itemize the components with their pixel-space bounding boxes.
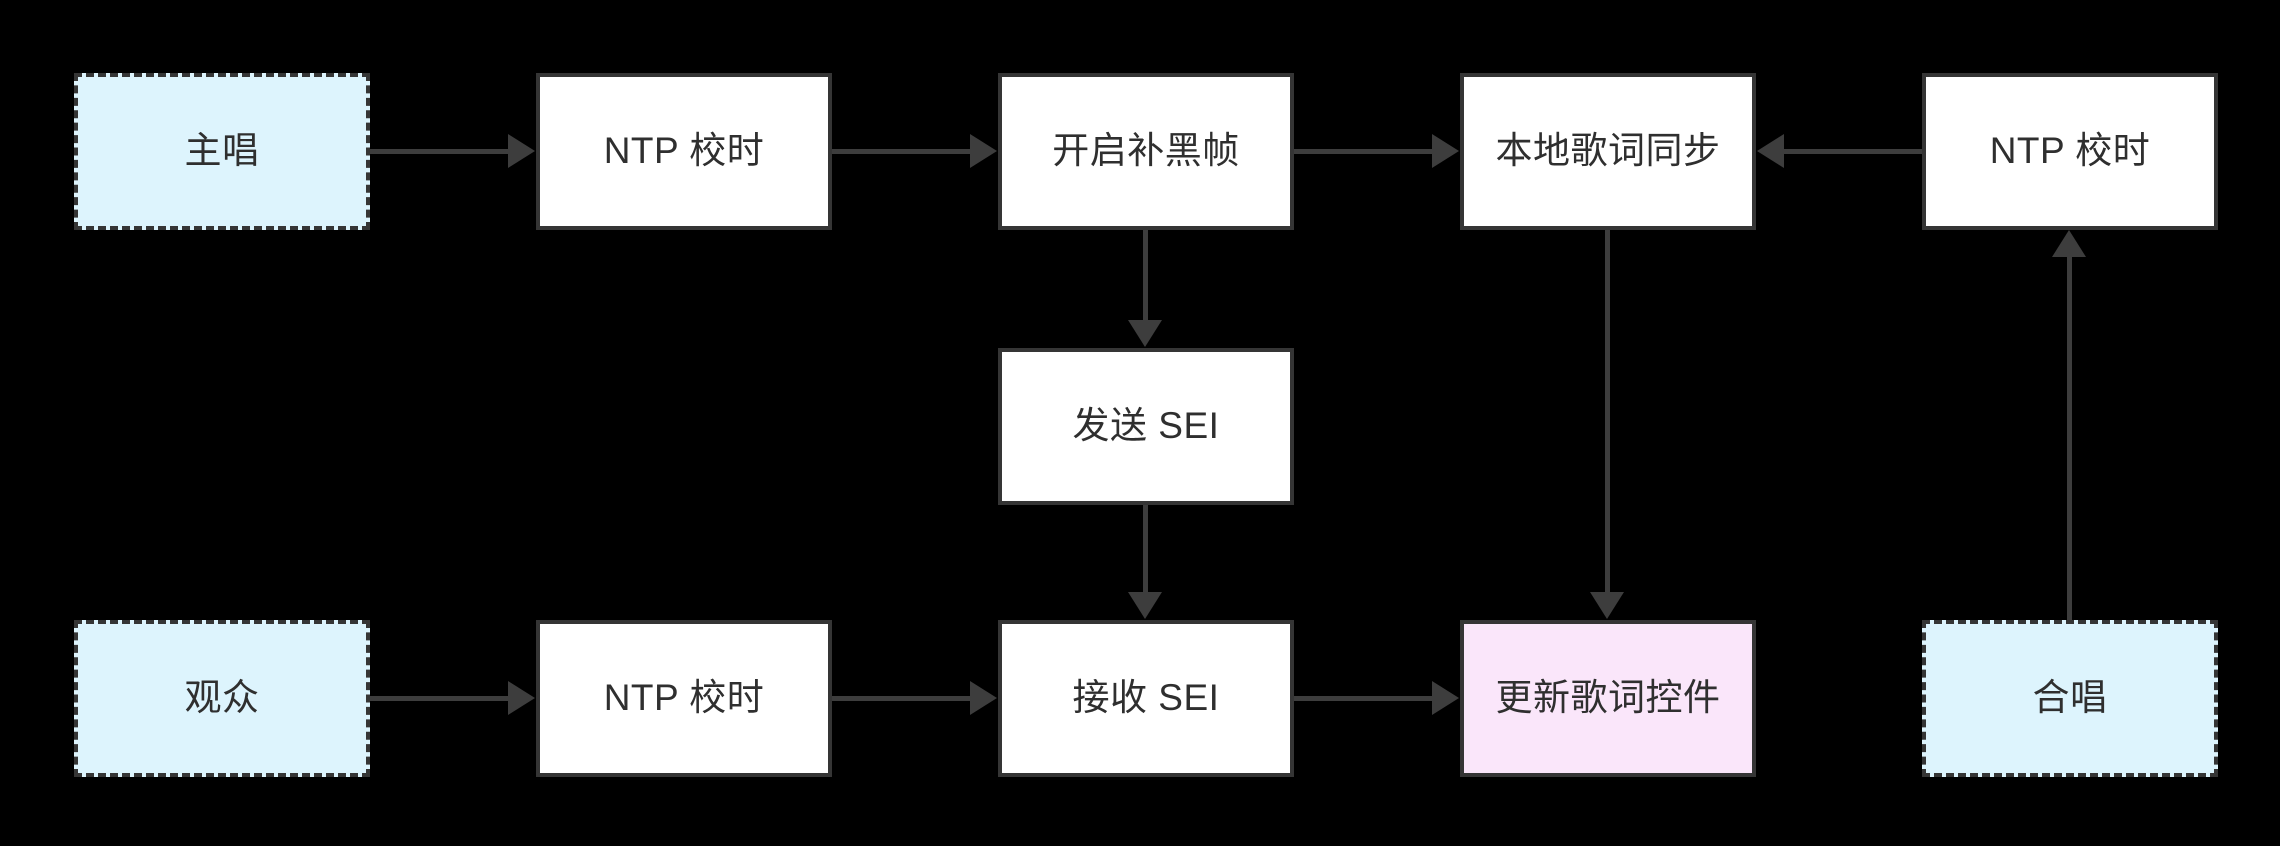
edge-local-lyric-to-update-lyric-line (1605, 230, 1610, 597)
edge-audience-ntp-to-recv-sei-line (832, 696, 972, 701)
node-send-sei-label: 发送 SEI (1072, 405, 1220, 447)
node-audience-ntp-label: NTP 校时 (603, 677, 765, 719)
node-host-label: 主唱 (184, 130, 260, 172)
edge-enable-black-to-send-sei-line (1143, 230, 1148, 325)
edge-local-lyric-to-update-lyric-arrowhead (1590, 592, 1624, 619)
edge-audience-to-audience-ntp-arrowhead (508, 681, 535, 715)
node-receive-sei[interactable]: 接收 SEI (998, 620, 1294, 777)
edge-audience-ntp-to-recv-sei-arrowhead (970, 681, 997, 715)
node-audience[interactable]: 观众 (74, 620, 370, 777)
edge-host-to-host-ntp-arrowhead (508, 134, 535, 168)
node-chorus[interactable]: 合唱 (1922, 620, 2218, 777)
edge-enable-black-to-send-sei-arrowhead (1128, 320, 1162, 347)
edge-host-ntp-to-enable-black-arrowhead (970, 134, 997, 168)
node-host-ntp-label: NTP 校时 (603, 130, 765, 172)
node-local-lyric-sync[interactable]: 本地歌词同步 (1460, 73, 1756, 230)
node-chorus-label: 合唱 (2032, 677, 2108, 719)
edge-audience-to-audience-ntp-line (370, 696, 510, 701)
node-audience-ntp[interactable]: NTP 校时 (536, 620, 832, 777)
edge-chorus-ntp-to-local-lyric-line (1784, 149, 1922, 154)
node-local-lyric-sync-label: 本地歌词同步 (1495, 130, 1721, 172)
edge-recv-sei-to-update-lyric-arrowhead (1432, 681, 1459, 715)
node-chorus-ntp-label: NTP 校时 (1989, 130, 2151, 172)
node-update-lyric-widget[interactable]: 更新歌词控件 (1460, 620, 1756, 777)
edge-host-to-host-ntp-line (370, 149, 510, 154)
edge-recv-sei-to-update-lyric-line (1294, 696, 1434, 701)
edge-send-sei-to-recv-sei-arrowhead (1128, 592, 1162, 619)
edge-enable-black-to-local-lyric-line (1294, 149, 1434, 154)
node-send-sei[interactable]: 发送 SEI (998, 348, 1294, 505)
node-host-ntp[interactable]: NTP 校时 (536, 73, 832, 230)
node-chorus-ntp[interactable]: NTP 校时 (1922, 73, 2218, 230)
edge-chorus-to-chorus-ntp-arrowhead (2052, 230, 2086, 257)
node-enable-black-frame[interactable]: 开启补黑帧 (998, 73, 1294, 230)
node-receive-sei-label: 接收 SEI (1072, 677, 1220, 719)
edge-enable-black-to-local-lyric-arrowhead (1432, 134, 1459, 168)
node-host[interactable]: 主唱 (74, 73, 370, 230)
edge-chorus-to-chorus-ntp-line (2067, 256, 2072, 620)
node-audience-label: 观众 (184, 677, 260, 719)
node-enable-black-frame-label: 开启补黑帧 (1052, 130, 1240, 172)
edge-send-sei-to-recv-sei-line (1143, 505, 1148, 597)
edge-chorus-ntp-to-local-lyric-arrowhead (1757, 134, 1784, 168)
node-update-lyric-widget-label: 更新歌词控件 (1495, 677, 1721, 719)
edge-host-ntp-to-enable-black-line (832, 149, 972, 154)
